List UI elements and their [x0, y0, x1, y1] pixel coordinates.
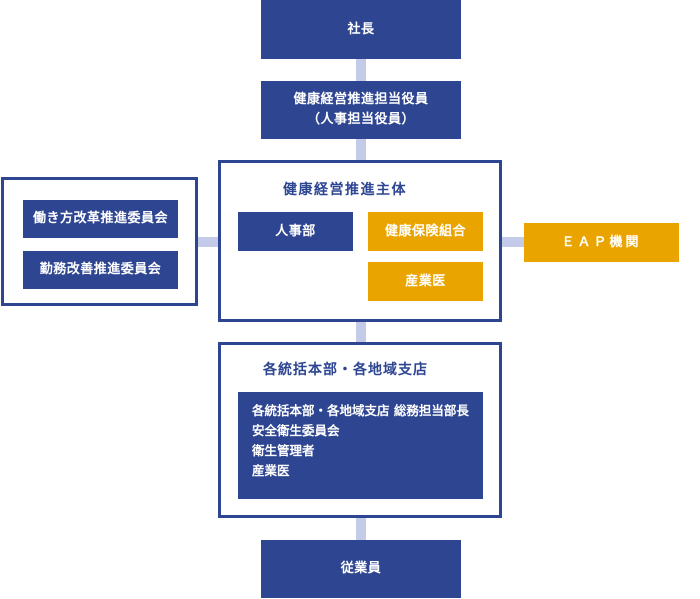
- connector-president-officer: [356, 58, 366, 82]
- health-insurance-box: 健康保険組合: [368, 212, 483, 251]
- president-label: 社長: [347, 21, 375, 37]
- connector-mainbody-branches: [356, 320, 366, 344]
- branches-frame: 各統括本部・各地域支店 各統括本部・各地域支店 総務担当部長 安全衛生委員会 衛…: [218, 342, 502, 518]
- health-insurance-label: 健康保険組合: [384, 223, 466, 239]
- eap-label: ＥＡＰ機関: [561, 234, 642, 250]
- employees-box: 従業員: [261, 540, 461, 598]
- branches-list-box: 各統括本部・各地域支店 総務担当部長 安全衛生委員会 衛生管理者 産業医: [238, 392, 483, 499]
- connector-officer-mainbody: [356, 138, 366, 162]
- occupational-physician-box: 産業医: [368, 262, 483, 301]
- committee-labor-box: 勤務改善推進委員会: [23, 251, 178, 289]
- branches-title: 各統括本部・各地域支店: [263, 362, 428, 378]
- employees-label: 従業員: [340, 561, 382, 576]
- main-body-frame: 健康経営推進主体 人事部 健康保険組合 産業医: [218, 160, 502, 322]
- health-officer-sublabel: （人事担当役員）: [306, 112, 415, 127]
- committees-frame: 働き方改革推進委員会 勤務改善推進委員会: [1, 177, 198, 306]
- health-officer-label: 健康経営推進担当役員: [293, 92, 429, 107]
- connector-branches-employees: [356, 516, 366, 540]
- committee-workstyle-label: 働き方改革推進委員会: [32, 211, 168, 226]
- eap-box: ＥＡＰ機関: [524, 223, 679, 262]
- connector-committees-mainbody: [196, 237, 220, 247]
- committee-workstyle-box: 働き方改革推進委員会: [23, 200, 178, 238]
- health-officer-box: 健康経営推進担当役員 （人事担当役員）: [261, 81, 461, 139]
- president-box: 社長: [261, 0, 461, 59]
- branches-list-item: 衛生管理者: [252, 443, 315, 458]
- main-body-title: 健康経営推進主体: [283, 182, 407, 198]
- connector-mainbody-eap: [500, 237, 526, 247]
- hr-department-box: 人事部: [238, 212, 353, 251]
- branches-list-item: 各統括本部・各地域支店 総務担当部長: [252, 403, 469, 418]
- committee-labor-label: 勤務改善推進委員会: [39, 262, 162, 277]
- branches-list-item: 産業医: [252, 463, 290, 478]
- branches-list-item: 安全衛生委員会: [252, 423, 340, 438]
- occupational-physician-label: 産業医: [405, 273, 446, 289]
- hr-department-label: 人事部: [275, 223, 316, 239]
